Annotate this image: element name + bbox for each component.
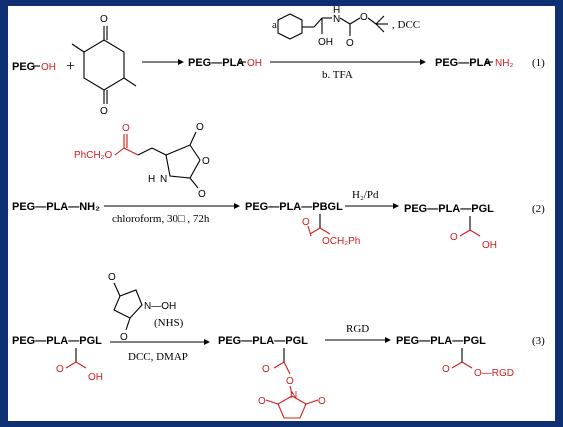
r3-reactant: PEG—PLA—PGL [12,335,102,347]
r2-step: H₂/Pd [352,189,379,201]
r3-reactant-oh: OH [88,372,103,383]
reagent-a-h: H [333,5,340,16]
nca-chain: PhCH₂O [74,150,113,161]
r3-mid-o2: O [286,376,294,387]
r3-mid-n: N [290,390,297,401]
r1-product: PEG—PLA [435,57,491,69]
r1-oh: OH [41,62,56,73]
reagent-a-n: N [333,14,340,25]
nhs-o1: O [108,272,116,283]
r1-mid: PEG—PLA [188,57,244,69]
reagent-a-o: O [346,38,354,49]
reagent-a: a OH H N O O , DCC [272,5,420,49]
r2-product-o: O [450,232,458,243]
r1-step-b: b. TFA [322,69,353,81]
r3-mid-o4: O [258,396,266,407]
r2-reactant: PEG—PLA—NH₂ [12,201,100,213]
r2-product-oh: OH [482,240,497,251]
r3-product-o: O [442,364,450,375]
r1-peg: PEG [12,61,35,73]
nhs-reagent: O O N—OH (NHS) [108,272,184,343]
r2-conditions: chloroform, 30□ , 72h [112,213,210,225]
r3-step: RGD [346,323,369,335]
r3-conditions: DCC, DMAP [128,351,188,363]
r1-plus: + [66,58,75,75]
r3-product: PEG—PLA—PGL [396,335,486,347]
r2-number: (2) [532,203,545,215]
reaction-1: PEG OH + O O PEG—PLA OH a OH [12,5,545,117]
r3-mid-product: PEG—PLA—PGL [218,335,308,347]
reaction-2: PEG—PLA—NH₂ PhCH₂O O O O O N H chlorofor… [12,122,545,251]
r2-product: PEG—PLA—PGL [404,203,494,215]
nca-o-top: O [122,123,130,134]
reagent-a-letter: a [272,19,277,31]
r1-mid-oh: OH [247,58,262,69]
dione-o-bot: O [100,106,108,117]
nca-o2: O [202,156,210,167]
reagent-a-oh: OH [318,37,333,48]
r1-product-nh2: NH₂ [495,58,513,69]
reagent-a-dcc: , DCC [392,19,420,31]
reaction-3: PEG—PLA—PGL O OH O O N—OH (NHS) DCC, DMA… [12,272,545,419]
r3-number: (3) [532,335,545,347]
panel [8,6,555,421]
r3-reactant-o: O [56,364,64,375]
dione-ring: O O [71,14,137,117]
r2-mid-ester: OCH₂Ph [322,236,360,247]
nca-reagent: PhCH₂O O O O O N H [74,122,210,200]
r2-mid-o: O [302,217,310,228]
dione-o-top: O [100,14,108,25]
reagent-a-o2: O [360,12,368,23]
nhs-n: N—OH [144,301,176,312]
r2-mid-product: PEG—PLA—PBGL [245,201,343,213]
r3-mid-o3: O [318,396,326,407]
r3-mid-o: O [262,364,270,375]
nca-o1: O [196,122,204,133]
nca-h: H [148,174,155,185]
nhs-label: (NHS) [154,317,184,329]
nhs-o2: O [120,332,128,343]
nca-o3: O [198,189,206,200]
r1-number: (1) [532,57,545,69]
nca-n: N [160,174,167,185]
r3-product-org: O—RGD [474,368,514,379]
succinimide-ring: N O O [258,390,326,419]
